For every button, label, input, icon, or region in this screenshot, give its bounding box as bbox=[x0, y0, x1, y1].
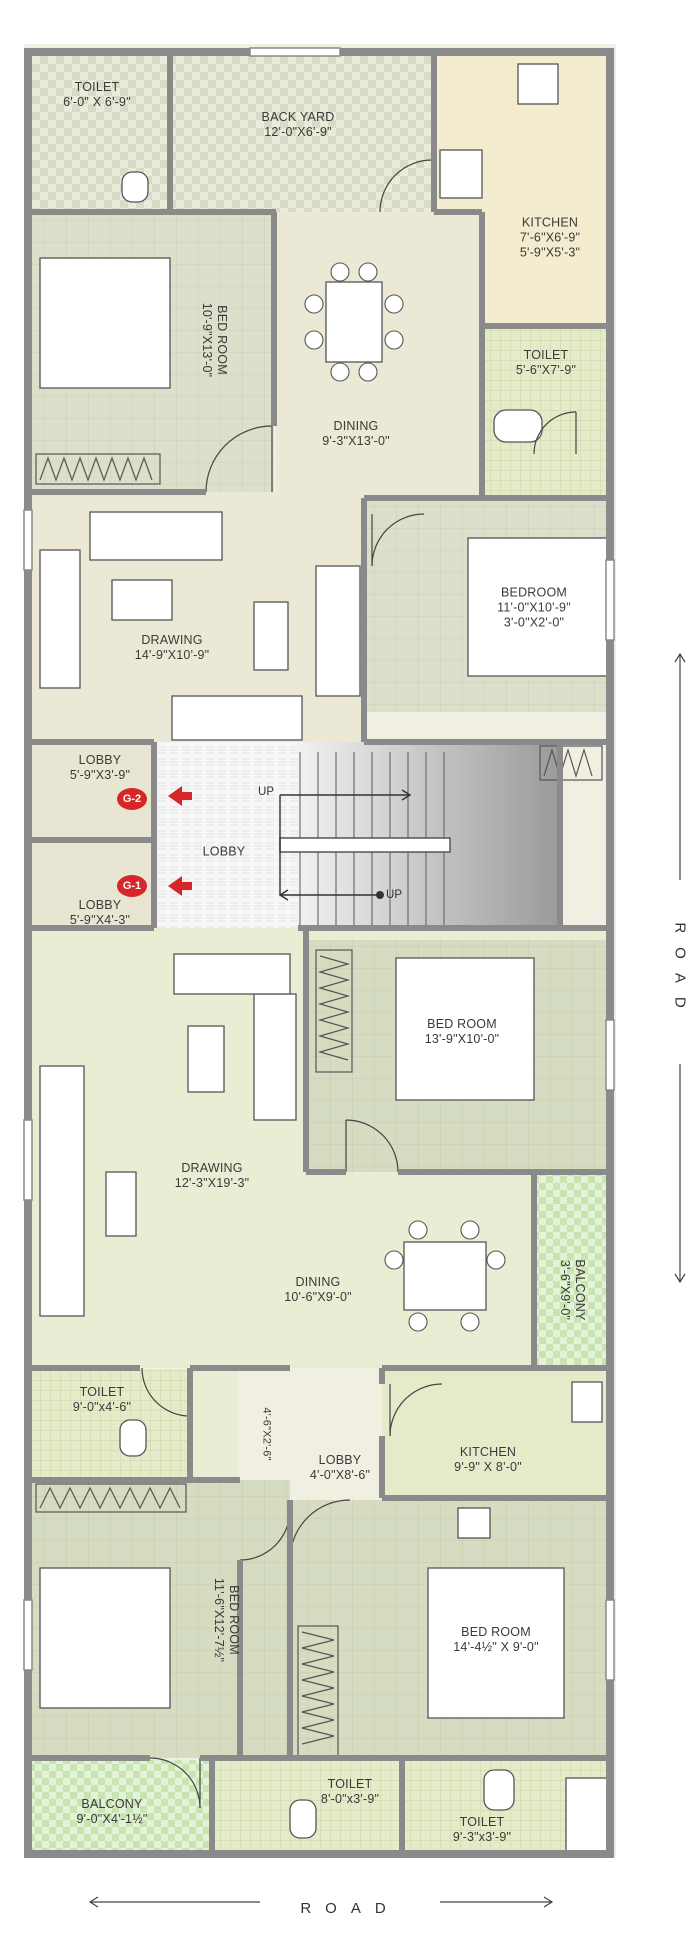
stove-first bbox=[517, 63, 559, 105]
bed-first-left bbox=[39, 257, 171, 389]
room-lobby-mid: LOBBY bbox=[202, 844, 246, 859]
wc-second-b bbox=[289, 1799, 317, 1839]
side-table-second bbox=[187, 1025, 225, 1093]
entry-badge-g1: G-1 bbox=[117, 875, 147, 897]
sofa-second-top bbox=[173, 953, 291, 995]
bed-second-b bbox=[39, 1567, 171, 1709]
dining-table-first bbox=[325, 281, 383, 363]
dining-table-second bbox=[403, 1241, 487, 1311]
wc-second-c bbox=[483, 1769, 515, 1811]
stove-second bbox=[457, 1507, 491, 1539]
bed-second-c bbox=[427, 1567, 565, 1719]
wc-first bbox=[121, 171, 149, 203]
wc-first-b bbox=[493, 409, 543, 443]
stair-up-label-1: UP bbox=[258, 786, 274, 798]
sink-first bbox=[439, 149, 483, 199]
coffee-table-second bbox=[105, 1171, 137, 1237]
sofa-first-right bbox=[315, 565, 361, 697]
road-label-bottom: ROAD bbox=[300, 1900, 400, 1917]
side-table-first bbox=[253, 601, 289, 671]
sofa-first-bottom bbox=[171, 695, 303, 741]
sofa-first-left bbox=[39, 549, 81, 689]
entry-badge-g2: G-2 bbox=[117, 788, 147, 810]
shower-second bbox=[565, 1777, 609, 1853]
stair-up-label-2: UP bbox=[386, 889, 402, 901]
room-duct: 4'-6"X2'-6" bbox=[260, 1407, 273, 1461]
bed-first-right bbox=[467, 537, 609, 677]
road-label-side: ROAD bbox=[671, 922, 689, 1022]
bed-second-a bbox=[395, 957, 535, 1101]
sofa-first-top bbox=[89, 511, 223, 561]
coffee-table-first bbox=[111, 579, 173, 621]
sofa-second-left bbox=[39, 1065, 85, 1317]
wc-second-a bbox=[119, 1419, 147, 1457]
sofa-second-right bbox=[253, 993, 297, 1121]
sink-second-kitchen bbox=[571, 1381, 603, 1423]
staircase bbox=[278, 752, 451, 928]
